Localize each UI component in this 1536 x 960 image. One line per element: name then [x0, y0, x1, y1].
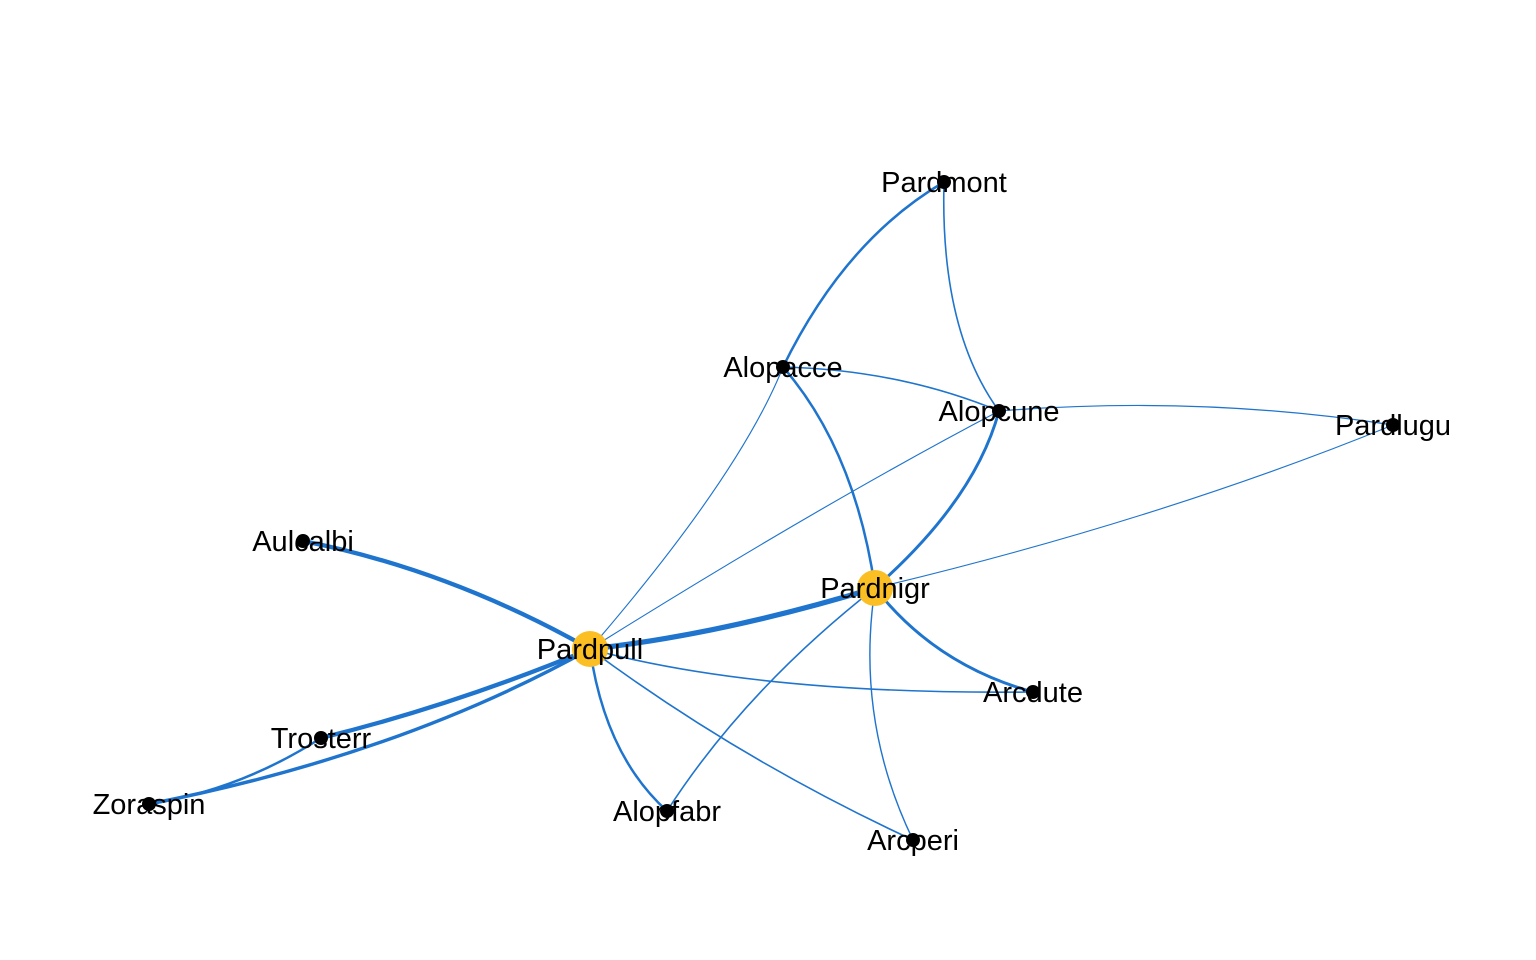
- node-arcdute: [1026, 685, 1040, 699]
- node-label-pardlugu: Pardlugu: [1335, 410, 1451, 442]
- node-zoraspin: [142, 797, 156, 811]
- edge-pardpull-arcdute: [589, 648, 1034, 693]
- node-label-pardnigr: Pardnigr: [820, 573, 930, 605]
- edge-pardnigr-pardlugu: [874, 424, 1394, 589]
- edge-pardpull-aulcalbi: [300, 538, 593, 652]
- node-trosterr: [314, 731, 328, 745]
- node-aulcalbi: [296, 534, 310, 548]
- node-label-aulcalbi: Aulcalbi: [252, 526, 354, 558]
- node-label-alopcune: Alopcune: [939, 396, 1060, 428]
- edge-pardpull-alopfabr: [588, 647, 669, 813]
- edge-pardmont-alopcune: [942, 181, 1000, 412]
- node-label-trosterr: Trosterr: [271, 723, 372, 755]
- node-alopfabr: [660, 804, 674, 818]
- labels-layer: Pardpull Pardnigr PardmontAlopacceAlopcune…: [93, 167, 1451, 857]
- node-label-pardpull: Pardpull: [537, 634, 643, 666]
- edge-pardpull-alopcune: [589, 410, 1000, 650]
- node-pardlugu: [1386, 418, 1400, 432]
- edge-pardpull-arcperi: [589, 648, 914, 841]
- edge-pardpull-trosterr: [318, 646, 593, 741]
- node-pardmont: [937, 175, 951, 189]
- node-arcperi: [906, 833, 920, 847]
- node-label-pardmont: Pardmont: [881, 167, 1007, 199]
- edge-pardnigr-arcdute: [873, 586, 1035, 694]
- nodes-layer: [142, 175, 1400, 847]
- edge-pardpull-pardnigr: [587, 585, 878, 652]
- node-label-alopfabr: Alopfabr: [613, 796, 721, 828]
- node-alopcune: [992, 404, 1006, 418]
- edge-alopcune-pardlugu: [998, 404, 1394, 426]
- edge-pardnigr-alopcune: [873, 409, 1001, 590]
- edges-layer: [147, 180, 1394, 841]
- edge-pardnigr-arcperi: [869, 587, 914, 841]
- node-alopacce: [776, 360, 790, 374]
- edge-pardnigr-alopacce: [781, 365, 877, 590]
- edge-pardnigr-alopfabr: [666, 587, 876, 812]
- edge-pardpull-zoraspin: [147, 647, 592, 806]
- node-label-alopacce: Alopacce: [723, 352, 842, 384]
- node-pardnigr: [857, 570, 893, 606]
- node-label-arcdute: Arcdute: [983, 677, 1083, 709]
- node-label-zoraspin: Zoraspin: [93, 789, 206, 821]
- edge-alopacce-pardmont: [781, 180, 946, 369]
- edge-alopacce-alopcune: [782, 366, 1000, 412]
- edge-pardpull-alopacce: [589, 366, 784, 650]
- node-label-arcperi: Arcperi: [867, 825, 959, 857]
- node-pardpull: [572, 631, 608, 667]
- edge-trosterr-zoraspin: [147, 736, 323, 806]
